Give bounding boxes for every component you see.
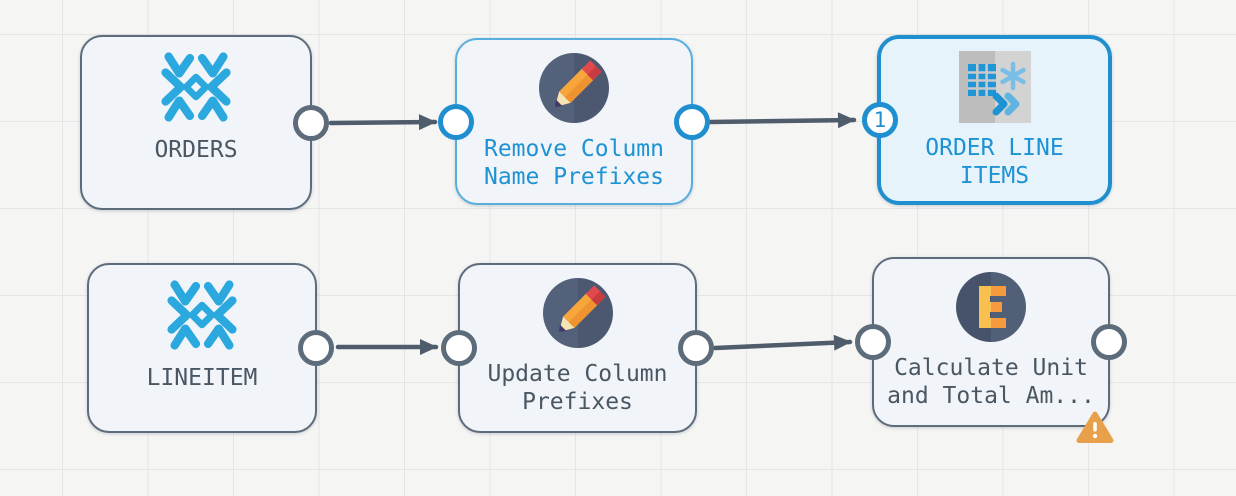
node-label: ORDERS [154, 137, 238, 163]
edge-orders-to-remove-prefixes[interactable] [328, 114, 438, 131]
node-label: LINEITEM [146, 365, 258, 391]
node-order-line-items[interactable]: ORDER LINE ITEMS 1 [862, 35, 1112, 205]
input-port[interactable] [855, 324, 891, 360]
warning-icon[interactable] [1076, 410, 1114, 444]
node-label: Update Column Prefixes [487, 361, 668, 415]
node-label: Remove Column Name Prefixes [483, 136, 664, 190]
output-port[interactable] [678, 330, 714, 366]
node-lineitem[interactable]: LINEITEM [87, 263, 334, 433]
node-label: Calculate Unit and Total Am... [887, 355, 1095, 409]
table-snowflake-output-icon [958, 51, 1031, 123]
expression-e-icon [956, 272, 1026, 342]
node-remove-column-name-prefixes[interactable]: Remove Column Name Prefixes [438, 38, 710, 205]
input-port-badge[interactable]: 1 [862, 102, 898, 138]
mini-snowflake-icon [999, 61, 1026, 91]
node-update-column-prefixes[interactable]: Update Column Prefixes [441, 263, 714, 433]
snowflake-icon [167, 280, 237, 350]
node-label: ORDER LINE ITEMS [925, 135, 1064, 189]
double-chevron-icon [992, 92, 1019, 116]
output-port[interactable] [1091, 324, 1127, 360]
pencil-edit-icon [542, 278, 613, 348]
input-port[interactable] [441, 330, 477, 366]
input-port[interactable] [438, 103, 474, 140]
output-port[interactable] [298, 330, 334, 366]
pencil-edit-icon [539, 53, 609, 123]
edge-update-prefixes-to-calculate[interactable] [712, 334, 853, 351]
node-orders[interactable]: ORDERS [80, 35, 329, 210]
edge-remove-prefixes-to-order-line-items[interactable] [708, 112, 857, 129]
snowflake-icon [161, 52, 231, 122]
output-port[interactable] [674, 103, 710, 140]
node-calculate-unit-and-total-amount[interactable]: Calculate Unit and Total Am... [855, 257, 1127, 443]
output-port[interactable] [293, 104, 329, 141]
